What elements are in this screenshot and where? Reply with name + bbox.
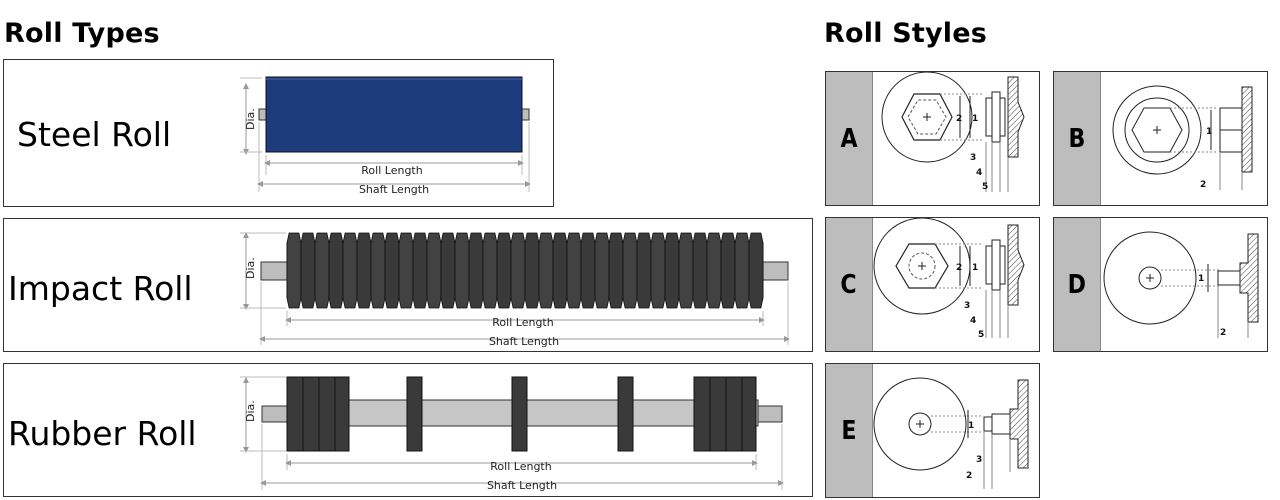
- impact-ring: [692, 232, 708, 309]
- style-letter: C: [840, 269, 858, 300]
- impact-ring: [664, 232, 680, 309]
- impact-ring: [678, 232, 694, 309]
- impact-ring: [426, 232, 442, 309]
- style-letter: A: [840, 123, 858, 154]
- impact-ring: [286, 232, 302, 309]
- impact-ring: [384, 232, 400, 309]
- style-d-drawing: 1 2: [1103, 231, 1259, 338]
- dia-label: Dia.: [244, 108, 257, 130]
- roll-length-label: Roll Length: [361, 164, 422, 177]
- style-a-drawing: 2 1 3 4 5: [881, 72, 1025, 192]
- svg-text:5: 5: [982, 182, 988, 192]
- impact-ring: [594, 232, 610, 309]
- rubber-disc: [617, 376, 634, 452]
- svg-text:1: 1: [972, 114, 978, 124]
- steel-roll-diagram: Dia. Roll Length Shaft Length: [240, 76, 531, 196]
- svg-text:1: 1: [972, 263, 978, 273]
- impact-ring: [440, 232, 456, 309]
- impact-ring: [356, 232, 372, 309]
- style-letter: E: [841, 415, 857, 446]
- roll-length-label: Roll Length: [492, 316, 553, 329]
- style-letter: D: [1067, 269, 1087, 300]
- roll-style-a: A 2 1 3 4 5: [825, 71, 1040, 206]
- dia-label: Dia.: [244, 257, 257, 279]
- impact-ring: [482, 232, 498, 309]
- steel-roll-panel: Steel Roll Dia. Roll Length Shaft Length: [3, 59, 554, 207]
- impact-ring: [580, 232, 596, 309]
- style-e-drawing: 1 3 2: [873, 377, 1029, 489]
- roll-style-e: E 1 3 2: [825, 363, 1040, 498]
- impact-ring: [566, 232, 582, 309]
- style-c-drawing: 2 1 3 4 5: [873, 218, 1025, 340]
- svg-text:5: 5: [978, 330, 984, 340]
- roll-type-name: Rubber Roll: [8, 414, 197, 453]
- style-letter: B: [1068, 123, 1086, 154]
- roll-style-d: D 1 2: [1053, 217, 1268, 352]
- roll-styles-heading: Roll Styles: [824, 18, 988, 49]
- impact-ring: [398, 232, 414, 309]
- impact-ring: [650, 232, 666, 309]
- impact-ring: [748, 232, 764, 309]
- roll-type-name: Impact Roll: [8, 269, 193, 308]
- impact-ring: [706, 232, 722, 309]
- impact-ring: [328, 232, 344, 309]
- impact-ring: [552, 232, 568, 309]
- rubber-disc-pack-left: [286, 376, 350, 452]
- impact-roll-body: [286, 232, 764, 309]
- impact-roll-diagram: Dia. Roll Length Shaft Length: [240, 232, 790, 348]
- svg-text:1: 1: [968, 421, 974, 431]
- shaft-length-label: Shaft Length: [359, 183, 429, 196]
- impact-ring: [622, 232, 638, 309]
- rubber-disc: [511, 376, 528, 452]
- impact-ring: [636, 232, 652, 309]
- roll-type-name: Steel Roll: [17, 115, 172, 154]
- rubber-disc: [406, 376, 423, 452]
- impact-ring: [370, 232, 386, 309]
- dia-label: Dia.: [244, 400, 257, 422]
- impact-ring: [454, 232, 470, 309]
- roll-style-c: C 2 1 3 4 5: [825, 217, 1040, 352]
- rubber-disc-pack-right: [693, 376, 757, 452]
- shaft-length-label: Shaft Length: [489, 335, 559, 348]
- svg-text:2: 2: [966, 471, 972, 481]
- impact-ring: [538, 232, 554, 309]
- impact-ring: [524, 232, 540, 309]
- svg-text:1: 1: [1198, 274, 1204, 284]
- impact-ring: [720, 232, 736, 309]
- impact-ring: [468, 232, 484, 309]
- svg-text:3: 3: [976, 455, 982, 465]
- impact-roll-panel: Impact Roll Dia. Roll Length Shaft Lengt…: [3, 218, 813, 352]
- impact-ring: [412, 232, 428, 309]
- svg-text:4: 4: [976, 168, 982, 178]
- svg-text:2: 2: [956, 263, 962, 273]
- impact-ring: [342, 232, 358, 309]
- impact-ring: [510, 232, 526, 309]
- shaft-length-label: Shaft Length: [487, 479, 557, 492]
- steel-roll-body: [265, 76, 523, 153]
- impact-ring: [608, 232, 624, 309]
- impact-ring: [496, 232, 512, 309]
- svg-text:2: 2: [1220, 328, 1226, 338]
- style-b-drawing: 1 2: [1112, 85, 1253, 190]
- rubber-roll-diagram: Dia. Roll Length Shaft Length: [240, 376, 784, 492]
- impact-ring: [314, 232, 330, 309]
- roll-length-label: Roll Length: [490, 460, 551, 473]
- roll-types-heading: Roll Types: [4, 18, 160, 49]
- svg-text:1: 1: [1206, 127, 1212, 137]
- svg-text:3: 3: [964, 301, 970, 311]
- roll-style-b: B 1 2: [1053, 71, 1268, 206]
- svg-text:2: 2: [1200, 180, 1206, 190]
- impact-ring: [734, 232, 750, 309]
- svg-text:2: 2: [956, 114, 962, 124]
- impact-ring: [300, 232, 316, 309]
- rubber-roll-panel: Rubber Roll Dia.: [3, 363, 813, 497]
- svg-text:3: 3: [970, 153, 976, 163]
- svg-text:4: 4: [970, 316, 976, 326]
